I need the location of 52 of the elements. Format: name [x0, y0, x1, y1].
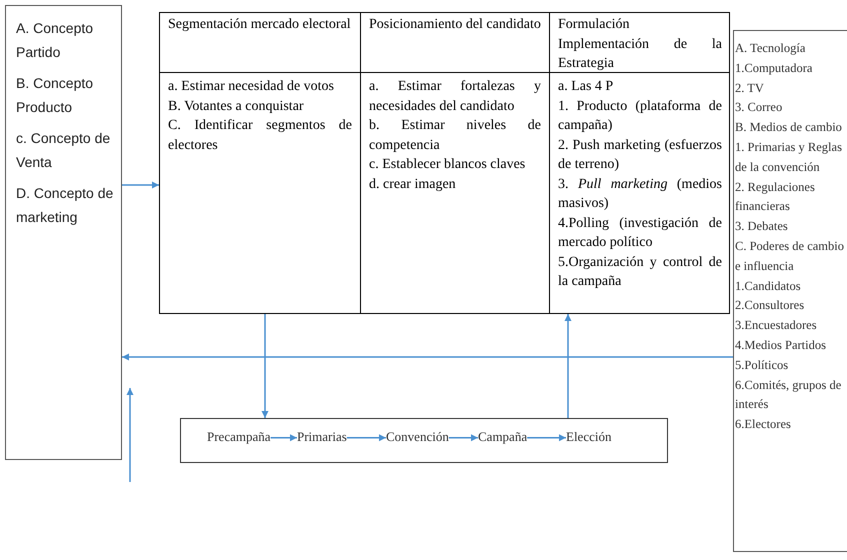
list-item: 2. Push marketing (esfuerzos de terreno): [558, 136, 722, 174]
arrow: [346, 434, 386, 442]
header-cell: [361, 13, 550, 73]
stage-label: Convención: [386, 427, 449, 446]
header-cell: [160, 13, 361, 73]
stage-label: Primarias: [297, 427, 347, 446]
arrow: [262, 314, 268, 418]
list-item: c. Establecer blancos claves: [369, 156, 526, 174]
header-text: Segmentación mercado electoral: [168, 16, 352, 34]
arrow: [122, 182, 159, 188]
concept-text: D. Concepto de marketing: [16, 184, 114, 227]
list-item: B. Votantes a conquistar: [168, 98, 305, 116]
list-item: C. Identificar segmentos de electores: [168, 117, 352, 154]
factor-text: 3. Correo: [735, 99, 784, 116]
factor-text: 5.Políticos: [735, 356, 790, 374]
list-item: a. Las 4 P: [558, 78, 614, 96]
stage-label: Elección: [566, 427, 612, 446]
list-item: d. crear imagen: [369, 176, 457, 194]
factor-text: A. Tecnología: [735, 40, 806, 57]
process-box: [180, 418, 668, 463]
factor-text: 2.Consultores: [735, 297, 806, 314]
factor-text: 6.Comités, grupos de interés: [735, 376, 842, 414]
arrow: [270, 434, 297, 442]
arrow: [448, 434, 478, 442]
arrow: [527, 434, 566, 442]
list-item: 4.Polling (investigación de mercado político: [558, 214, 722, 252]
factor-text: 2. TV: [735, 80, 765, 97]
factor-text: B. Medios de cambio: [735, 119, 843, 136]
stage-label: Campaña: [478, 427, 528, 446]
stage-label: Precampaña: [207, 427, 271, 446]
factor-text: 2. Regulaciones financieras: [735, 178, 816, 216]
arrow: [564, 314, 572, 418]
list-item: 1. Producto (plataforma de campaña): [558, 98, 722, 135]
concept-box: [5, 5, 122, 460]
strategy-table: [159, 12, 730, 314]
list-item: a. Estimar necesidad de votos: [168, 78, 336, 96]
concept-text: A. Concepto Partido: [16, 19, 94, 62]
factor-text: 1. Primarias y Reglas de la convención: [735, 138, 843, 176]
factor-text: 3.Encuestadores: [735, 317, 818, 334]
arrow: [122, 354, 733, 360]
factors-box: [733, 30, 847, 552]
factor-text: 4.Medios Partidos: [735, 336, 827, 354]
factor-text: 3. Debates: [735, 218, 789, 236]
factor-text: 1.Candidatos: [735, 278, 802, 295]
list-item: 3. Pull marketing (medios masivos): [558, 176, 722, 213]
concept-text: B. Concepto Producto: [16, 74, 94, 117]
factor-text: C. Poderes de cambio e influencia: [735, 238, 846, 275]
header-text: Posicionamiento del candidato: [369, 16, 541, 34]
factor-text: 6.Electores: [735, 416, 792, 434]
concept-text: c. Concepto de Venta: [16, 129, 112, 172]
factor-text: 1.Computadora: [735, 60, 814, 77]
list-item: 5.Organización y control de la campaña: [558, 254, 722, 291]
